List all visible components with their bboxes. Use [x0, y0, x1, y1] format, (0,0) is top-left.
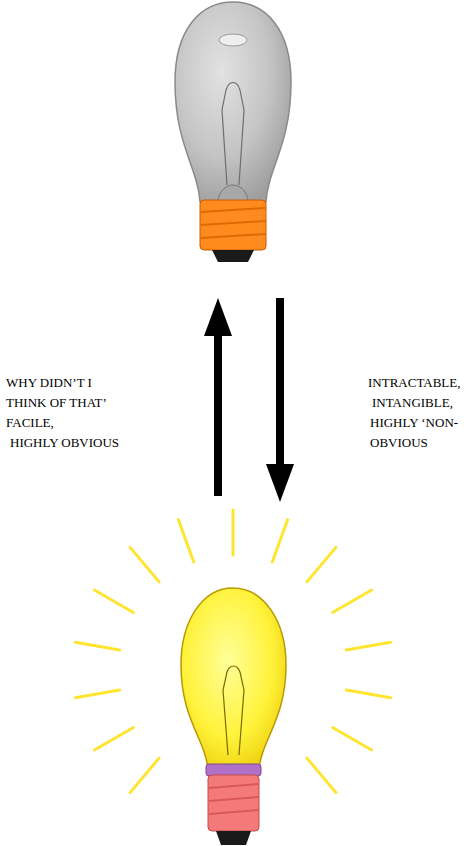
arrow-label: INTANGIBLE,	[372, 393, 468, 413]
arrow-label: FACILE,	[6, 413, 118, 433]
unlit-bulb	[175, 2, 291, 262]
arrow-label: HIGHLY ‘NON-OBVIOUS	[370, 413, 468, 453]
arrow-label: WHY DIDN’T I THINK OF THAT’	[6, 373, 118, 413]
up-arrow	[204, 298, 232, 496]
light-rays	[75, 510, 390, 793]
lit-bulb	[181, 588, 286, 845]
arrow-label: HIGHLY OBVIOUS	[10, 433, 135, 453]
down-arrow	[266, 298, 294, 502]
arrow-label: INTRACTABLE,	[368, 373, 468, 393]
